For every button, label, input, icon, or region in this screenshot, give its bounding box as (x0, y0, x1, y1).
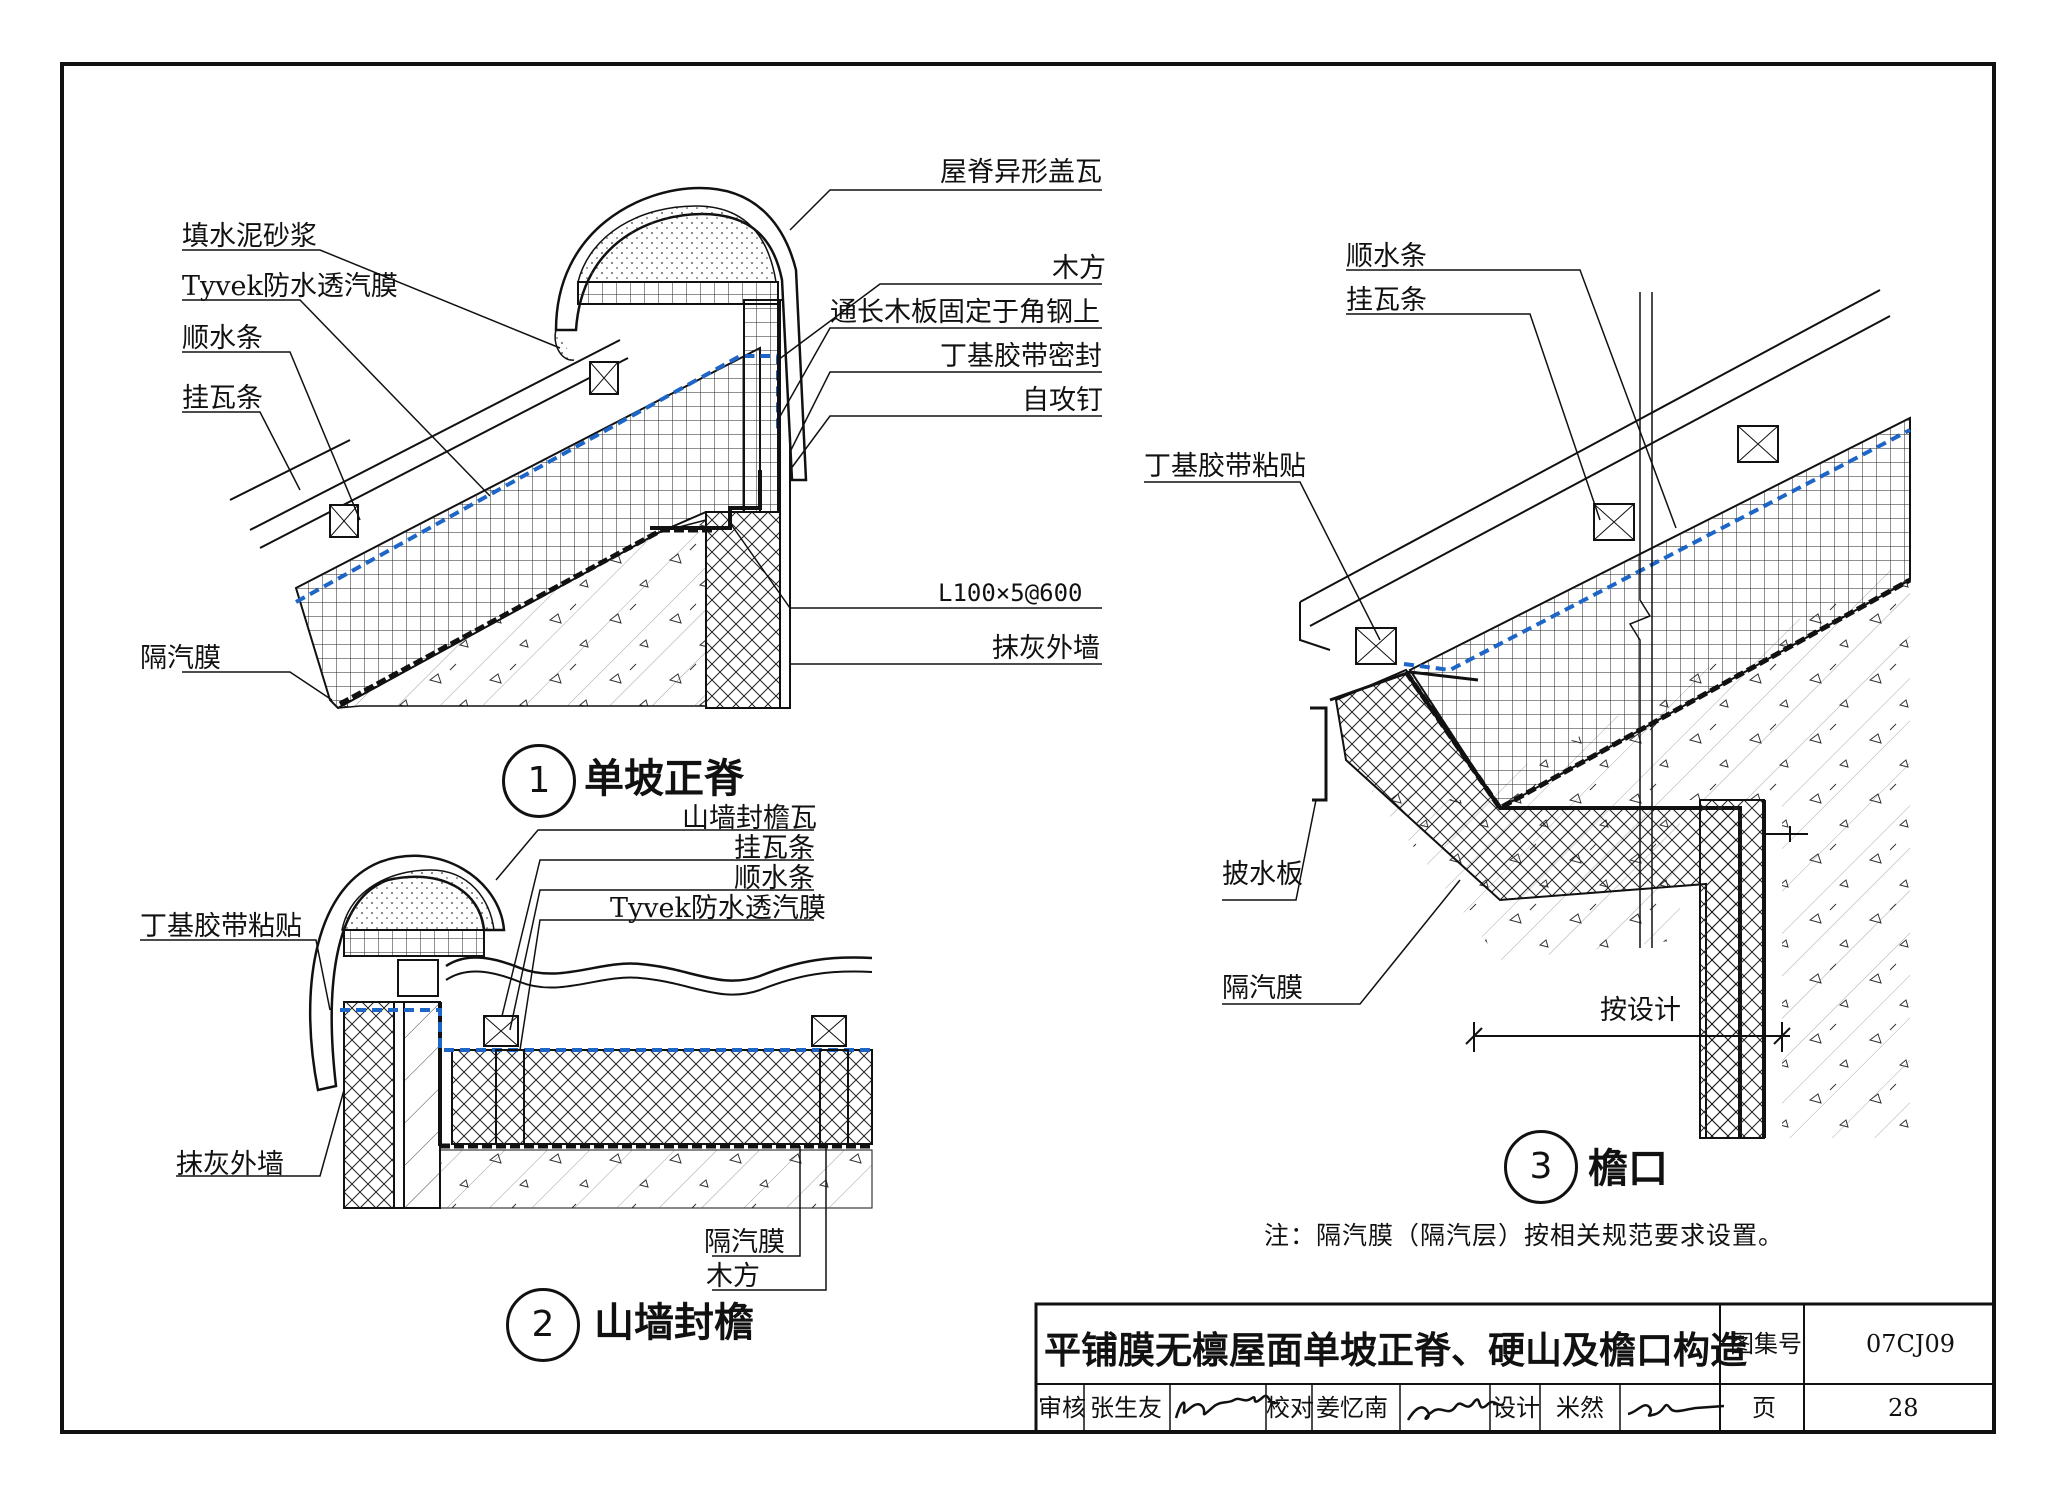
check-label: 校对 (1266, 1394, 1314, 1422)
d3-flashing (1310, 706, 1328, 802)
d3-label-vapor: 隔汽膜 (1222, 973, 1303, 1004)
d3-label-flashing: 披水板 (1222, 859, 1303, 890)
d2-number-circle: 2 (506, 1288, 580, 1362)
d2-caption: 山墙封檐 (594, 1300, 754, 1346)
d2-wall-concrete (403, 1001, 441, 1209)
d1-angle-steel (650, 470, 762, 530)
d2-label-butyl-tape: 丁基胶带粘贴 (140, 911, 302, 942)
checker-name: 姜忆南 (1316, 1394, 1388, 1422)
d3-roof-tiles (1299, 289, 1891, 651)
d1-number-circle: 1 (502, 744, 576, 818)
d3-label-by-design: 按设计 (1600, 995, 1681, 1026)
signature-reviewer (1174, 1394, 1279, 1419)
d3-break-line (1628, 292, 1653, 948)
d1-label-tile-batten: 挂瓦条 (182, 383, 263, 414)
d2-verge-cap (308, 854, 506, 1092)
atlas-label: 图集号 (1730, 1330, 1802, 1358)
d1-label-screw: 自攻钉 (1022, 385, 1103, 416)
design-label: 设计 (1492, 1394, 1540, 1422)
d2-label-timber: 木方 (706, 1261, 760, 1292)
d2-wavy-tiles (445, 956, 873, 982)
d2-label-counter-batten: 顺水条 (734, 863, 815, 894)
atlas-number: 07CJ09 (1866, 1330, 1956, 1358)
d2-label-verge-tile: 山墙封檐瓦 (682, 803, 817, 834)
d1-label-angle: L100×5@600 (938, 579, 1083, 607)
d3-dimension-line (1465, 1022, 1791, 1052)
signature-checker (1406, 1398, 1505, 1421)
d3-caption: 檐口 (1588, 1146, 1668, 1192)
d1-caption: 单坡正脊 (584, 756, 744, 802)
title-block-grid (1034, 1302, 1996, 1434)
d2-tyvek-membrane (340, 1008, 872, 1052)
detail-3-drawing (1144, 269, 1912, 1139)
d2-insulation (451, 1049, 873, 1145)
d1-label-ridge-tile: 屋脊异形盖瓦 (940, 157, 1102, 188)
review-label: 审核 (1038, 1394, 1086, 1422)
d3-label-counter-batten: 顺水条 (1346, 241, 1427, 272)
d1-label-timber: 木方 (1052, 253, 1106, 284)
d2-label-wall: 抹灰外墙 (176, 1149, 284, 1180)
page-number: 28 (1888, 1394, 1919, 1422)
d1-label-board: 通长木板固定于角钢上 (830, 297, 1100, 328)
d3-label-tile-batten: 挂瓦条 (1346, 285, 1427, 316)
d3-tyvek-membrane (1403, 428, 1911, 673)
d2-label-vapor: 隔汽膜 (704, 1227, 785, 1258)
d1-wall-insulation (705, 511, 781, 709)
d1-mortar-fill (577, 205, 777, 283)
d3-vapor-membrane (1403, 577, 1912, 812)
sheet-border (60, 62, 1996, 1434)
detail-1-drawing (182, 186, 1102, 710)
detail-2-drawing (140, 829, 873, 1291)
d1-label-counter-batten: 顺水条 (182, 323, 263, 354)
d3-wall (1699, 799, 1765, 1139)
signature-designer (1627, 1403, 1725, 1417)
d2-wall-insulation (343, 1001, 395, 1209)
d1-label-vapor: 隔汽膜 (140, 643, 221, 674)
reviewer-name: 张生友 (1090, 1394, 1162, 1422)
drawing-title: 平铺膜无檩屋面单坡正脊、硬山及檐口构造 (1044, 1329, 1747, 1372)
d3-label-butyl-tape: 丁基胶带粘贴 (1144, 451, 1306, 482)
d1-label-tyvek: Tyvek防水透汽膜 (182, 271, 398, 302)
designer-name: 米然 (1556, 1394, 1604, 1422)
d3-number-circle: 3 (1504, 1130, 1578, 1204)
d1-label-butyl-seal: 丁基胶带密封 (940, 341, 1102, 372)
d1-label-wall: 抹灰外墙 (992, 633, 1100, 664)
d1-label-mortar: 填水泥砂浆 (182, 221, 317, 252)
d2-label-tile-batten: 挂瓦条 (734, 833, 815, 864)
general-note: 注：隔汽膜（隔汽层）按相关规范要求设置。 (1264, 1221, 1785, 1250)
d2-label-tyvek: Tyvek防水透汽膜 (610, 893, 826, 924)
page-label: 页 (1752, 1394, 1776, 1422)
